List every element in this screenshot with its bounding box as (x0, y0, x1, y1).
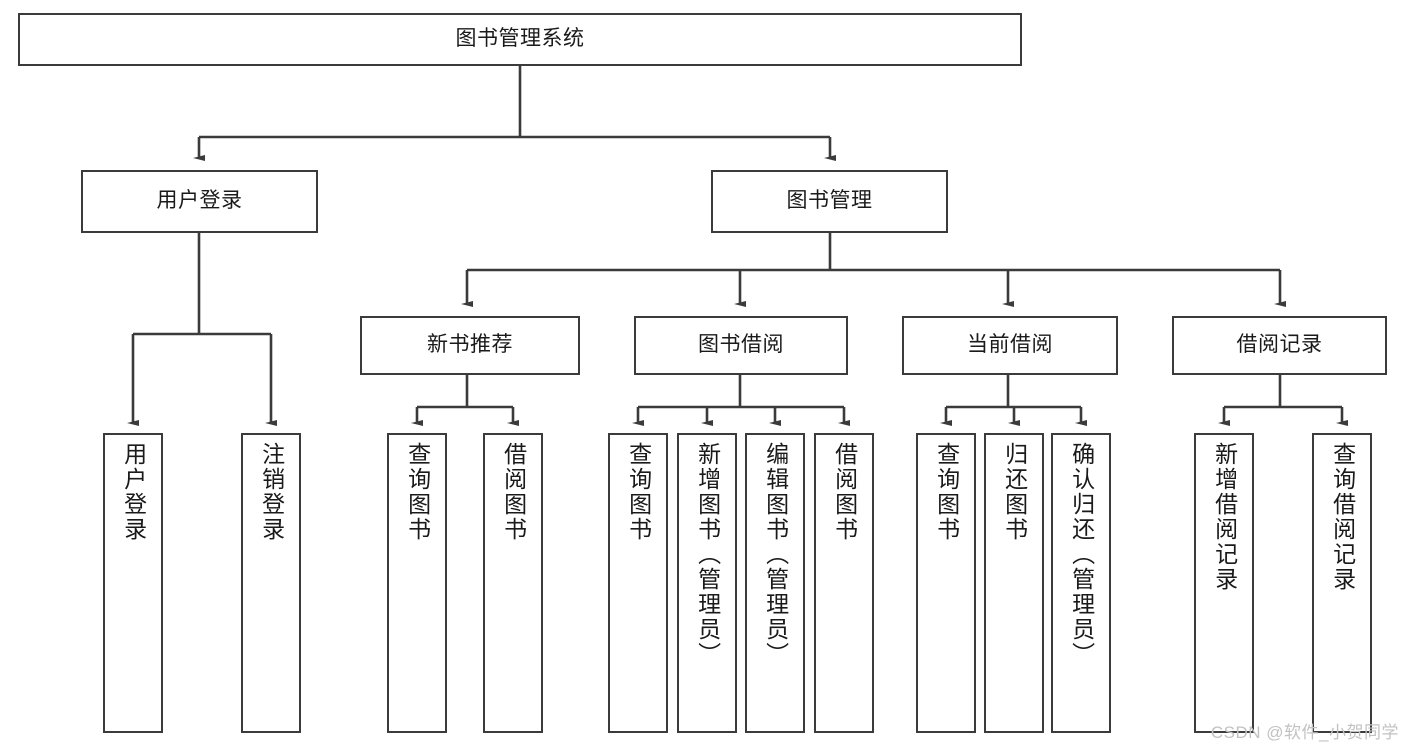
leaf-borrowrecord-add-record[interactable]: 新增借阅记录 (1194, 433, 1254, 733)
node-label: 图书管理系统 (455, 27, 585, 51)
watermark-text: CSDN @软件_小贺同学 (1210, 723, 1399, 742)
node-label: 注销登录 (258, 442, 285, 542)
node-label: 编辑图书（管理员） (762, 442, 789, 667)
leaf-borrowrecord-query-record[interactable]: 查询借阅记录 (1312, 433, 1372, 733)
node-book-management[interactable]: 图书管理 (711, 170, 948, 233)
leaf-newbook-query-books[interactable]: 查询图书 (387, 433, 447, 733)
node-user-login[interactable]: 用户登录 (81, 170, 318, 233)
node-label: 查询图书 (933, 442, 960, 542)
node-label: 查询借阅记录 (1329, 442, 1356, 592)
node-label: 图书管理 (786, 189, 873, 213)
leaf-bookborrow-borrow-books[interactable]: 借阅图书 (814, 433, 874, 733)
node-label: 查询图书 (404, 442, 431, 542)
node-current-borrow[interactable]: 当前借阅 (902, 316, 1118, 375)
leaf-currentborrow-query-books[interactable]: 查询图书 (916, 433, 976, 733)
node-label: 当前借阅 (967, 333, 1053, 357)
node-label: 借阅图书 (831, 442, 858, 542)
leaf-logout[interactable]: 注销登录 (241, 433, 301, 733)
node-new-book-recommend[interactable]: 新书推荐 (360, 316, 580, 375)
leaf-bookborrow-query-books[interactable]: 查询图书 (608, 433, 668, 733)
node-label: 借阅图书 (500, 442, 527, 542)
node-label: 新增借阅记录 (1211, 442, 1238, 592)
node-label: 图书借阅 (698, 333, 784, 357)
node-label: 用户登录 (120, 442, 147, 542)
leaf-currentborrow-return-books[interactable]: 归还图书 (984, 433, 1044, 733)
leaf-bookborrow-add-book-admin[interactable]: 新增图书（管理员） (677, 433, 737, 733)
leaf-currentborrow-confirm-return-admin[interactable]: 确认归还（管理员） (1051, 433, 1111, 733)
leaf-user-login[interactable]: 用户登录 (103, 433, 163, 733)
leaf-newbook-borrow-books[interactable]: 借阅图书 (483, 433, 543, 733)
node-label: 新增图书（管理员） (694, 442, 721, 667)
node-label: 用户登录 (156, 189, 243, 213)
node-root-book-management-system[interactable]: 图书管理系统 (18, 13, 1022, 66)
node-label: 查询图书 (625, 442, 652, 542)
node-label: 借阅记录 (1236, 333, 1323, 357)
node-borrow-record[interactable]: 借阅记录 (1172, 316, 1387, 375)
leaf-bookborrow-edit-book-admin[interactable]: 编辑图书（管理员） (745, 433, 805, 733)
node-label: 归还图书 (1001, 442, 1028, 542)
node-label: 确认归还（管理员） (1068, 442, 1095, 667)
node-book-borrow[interactable]: 图书借阅 (634, 316, 848, 375)
node-label: 新书推荐 (427, 333, 513, 357)
